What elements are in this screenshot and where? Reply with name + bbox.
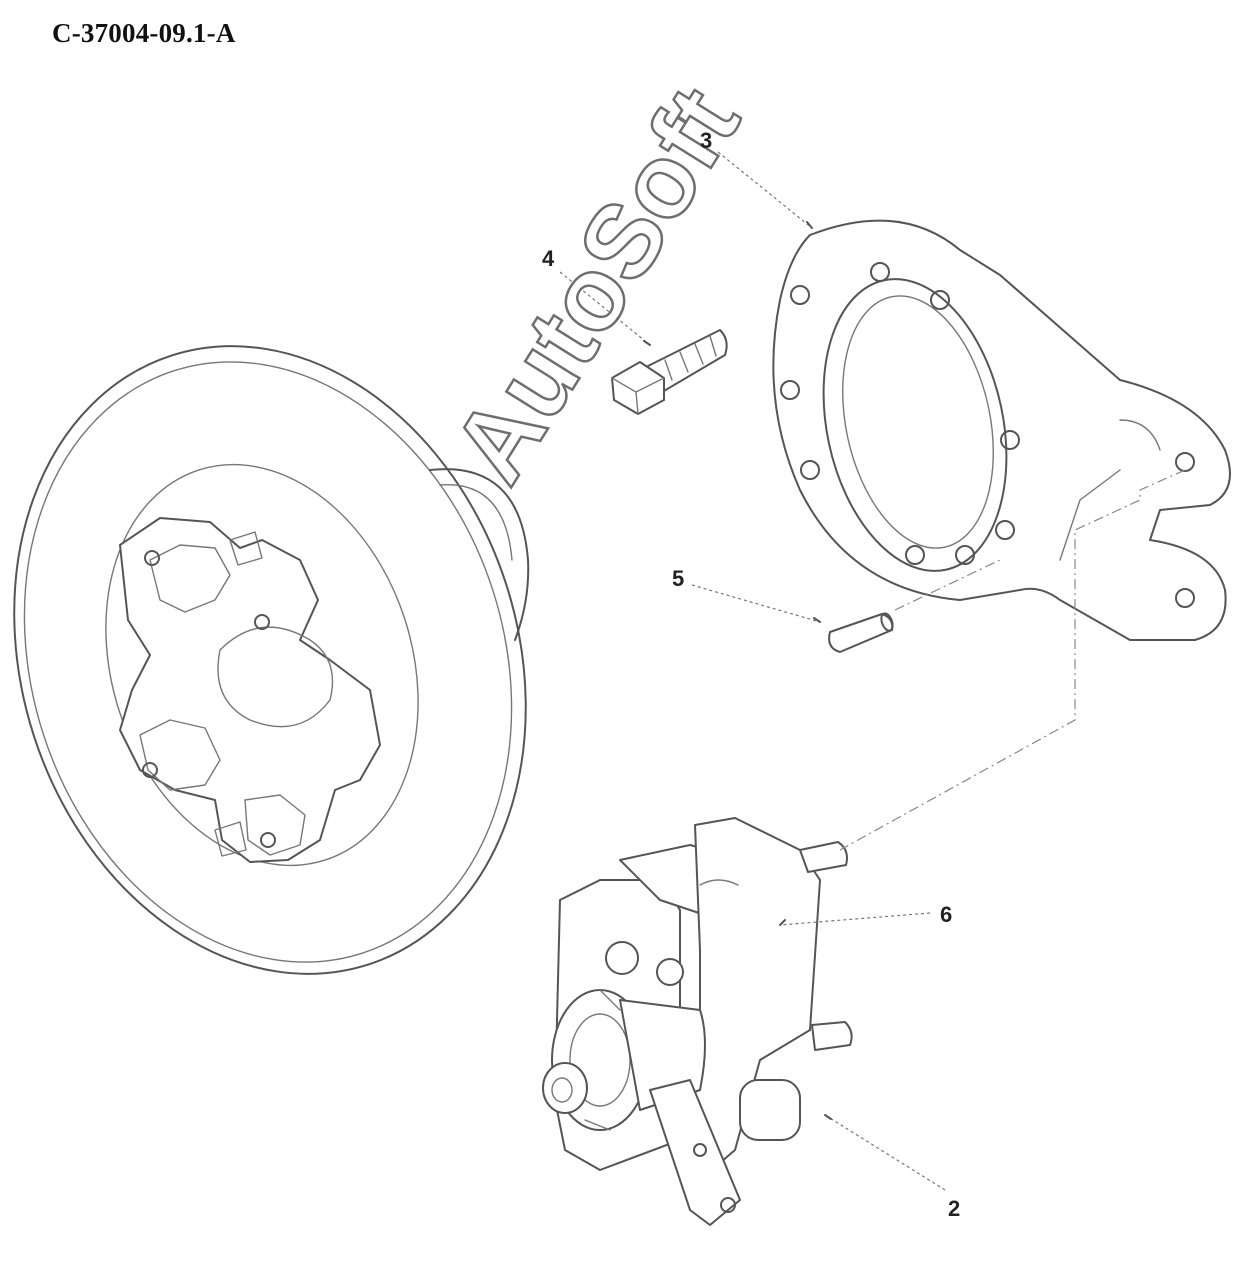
callout-5: 5 <box>672 566 685 591</box>
leader-line-3 <box>717 151 813 229</box>
callout-2: 2 <box>948 1196 961 1221</box>
leader-line-6 <box>779 912 931 926</box>
leader-line-4 <box>559 271 651 346</box>
caliper-bracket <box>772 219 1231 641</box>
wheel-hub <box>119 517 381 863</box>
centre-line-1 <box>839 469 1186 851</box>
guide-pin <box>828 612 894 653</box>
brake-caliper <box>542 817 853 1226</box>
callout-6: 6 <box>940 902 953 927</box>
leader-line-5 <box>691 584 821 623</box>
bolt <box>611 329 728 415</box>
leader-line-2 <box>824 1114 946 1191</box>
callout-3: 3 <box>700 128 713 153</box>
callout-4: 4 <box>542 246 555 271</box>
document-code: C-37004-09.1-A <box>52 18 236 48</box>
